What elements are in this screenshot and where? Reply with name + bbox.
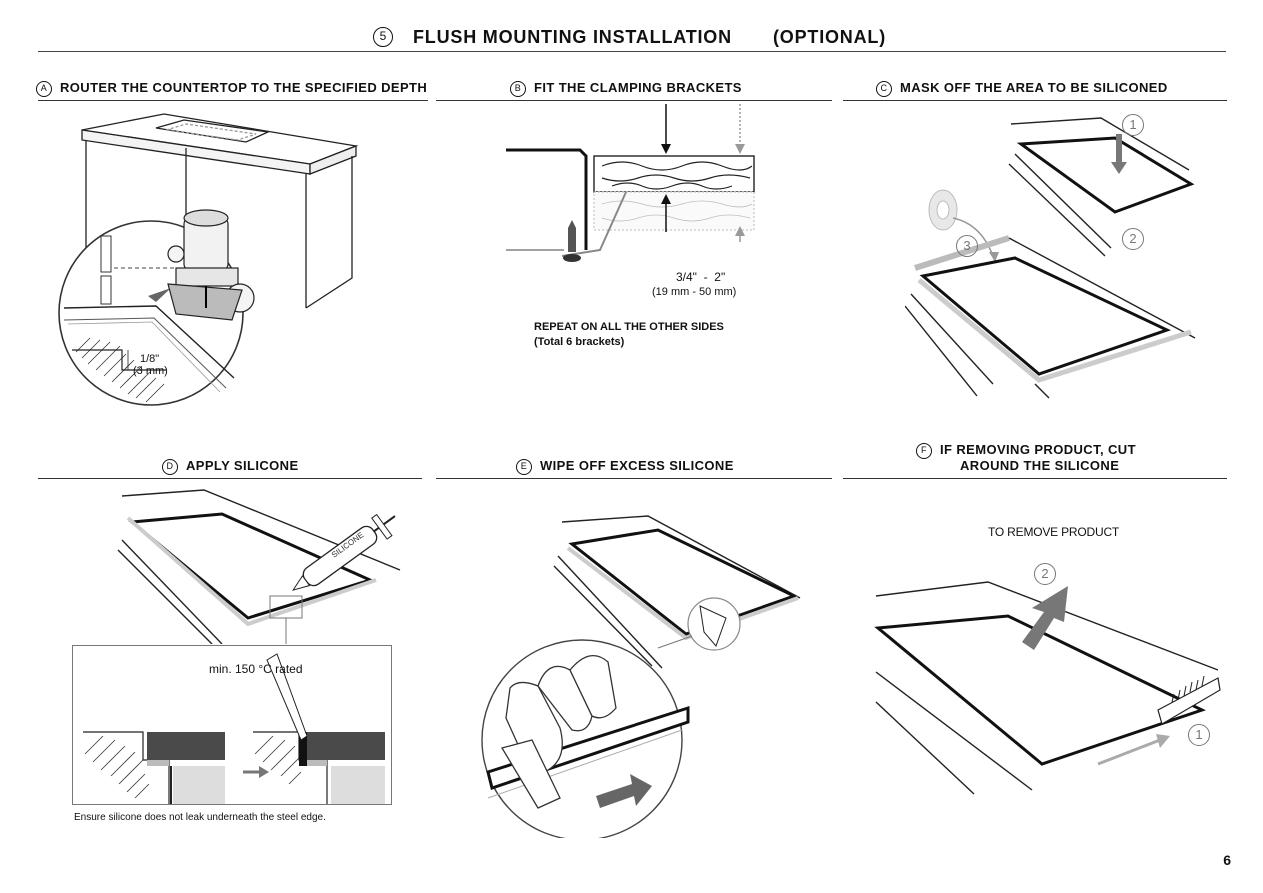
page-title: FLUSH MOUNTING INSTALLATION — [413, 27, 732, 47]
bracket-dimension-in: 3/4" - 2" — [676, 270, 726, 284]
step-d-badge: D — [162, 459, 178, 475]
step-f-badge: F — [916, 443, 932, 459]
step-number-badge: 5 — [373, 27, 393, 47]
silicone-rating-label: min. 150 °C rated — [209, 662, 303, 676]
step-b-heading: B FIT THE CLAMPING BRACKETS — [510, 80, 742, 97]
step-a-title: ROUTER THE COUNTERTOP TO THE SPECIFIED D… — [60, 80, 428, 95]
step-a-rule — [38, 100, 428, 101]
depth-label-inch: 1/8" — [140, 353, 160, 365]
step-c-heading: C MASK OFF THE AREA TO BE SILICONED — [876, 80, 1168, 97]
silicone-detail-box: min. 150 °C rated — [72, 645, 392, 805]
cutter-knife-icon — [1157, 675, 1221, 725]
silicone-detail-drawing — [83, 653, 385, 804]
clamping-bracket — [561, 191, 627, 257]
header-rule — [38, 51, 1226, 52]
step-a-badge: A — [36, 81, 52, 97]
step-b-illustration — [506, 104, 755, 262]
step-b-title: FIT THE CLAMPING BRACKETS — [534, 80, 742, 95]
page-subtitle: (OPTIONAL) — [773, 27, 886, 47]
step-c-illustration — [905, 117, 1196, 399]
depth-label-mm: (3 mm) — [133, 365, 168, 377]
remove-product-heading: TO REMOVE PRODUCT — [988, 525, 1120, 539]
step-f-illustration — [874, 581, 1221, 795]
step-d-heading: D APPLY SILICONE — [162, 458, 299, 475]
hand-icon — [500, 654, 617, 809]
step-a-illustration — [58, 113, 359, 406]
hob-edge — [506, 148, 588, 250]
repeat-note: REPEAT ON ALL THE OTHER SIDES — [534, 321, 724, 333]
step-c-callout-3: 3 — [956, 235, 978, 257]
glass-panel-back — [1016, 136, 1195, 214]
step-c-callout-1: 1 — [1122, 114, 1144, 136]
step-f-callout-1: 1 — [1188, 724, 1210, 746]
step-a-heading: A ROUTER THE COUNTERTOP TO THE SPECIFIED … — [36, 80, 427, 97]
page-number: 6 — [1223, 852, 1231, 868]
repeat-count: (Total 6 brackets) — [534, 336, 625, 348]
step-c-badge: C — [876, 81, 892, 97]
silicone-gun-icon — [291, 513, 396, 591]
hob-frame-e — [568, 528, 798, 636]
step-f-heading: F IF REMOVING PRODUCT, CUT — [916, 442, 1136, 459]
silicone-caption: Ensure silicone does not leak underneath… — [74, 812, 326, 823]
step-b-badge: B — [510, 81, 526, 97]
step-e-heading: E WIPE OFF EXCESS SILICONE — [516, 458, 734, 475]
step-c-title: MASK OFF THE AREA TO BE SILICONED — [900, 80, 1168, 95]
wipe-direction-arrow — [596, 774, 652, 808]
countertop-cutout — [919, 256, 1171, 376]
bracket-dimension-mm: (19 mm - 50 mm) — [652, 286, 737, 298]
step-e-badge: E — [516, 459, 532, 475]
hob-frame-f — [874, 614, 1206, 766]
cabinet-drawing — [81, 113, 359, 309]
step-c-callout-2: 2 — [1122, 228, 1144, 250]
step-e-illustration — [481, 515, 801, 838]
step-f-title-line1: IF REMOVING PRODUCT, CUT — [940, 442, 1136, 457]
screw-icon — [563, 220, 581, 262]
page-header: 5 FLUSH MOUNTING INSTALLATION (OPTIONAL) — [0, 26, 1263, 52]
step-b-rule — [436, 100, 832, 101]
tape-roll-icon — [928, 189, 958, 231]
step-e-title: WIPE OFF EXCESS SILICONE — [540, 458, 734, 473]
router-tool — [167, 209, 255, 321]
step-f-title-line2: AROUND THE SILICONE — [960, 458, 1120, 473]
step-c-rule — [843, 100, 1227, 101]
step-d-illustration: SILICONE — [117, 489, 401, 644]
countertop-bottom-layer — [593, 191, 755, 231]
step-f-callout-2: 2 — [1034, 563, 1056, 585]
step-d-rule — [38, 478, 422, 479]
step-f-heading-line2: AROUND THE SILICONE — [960, 458, 1119, 473]
step-f-rule — [843, 478, 1227, 479]
step-e-rule — [436, 478, 832, 479]
step-d-title: APPLY SILICONE — [186, 458, 299, 473]
lift-arrow — [1022, 586, 1068, 650]
